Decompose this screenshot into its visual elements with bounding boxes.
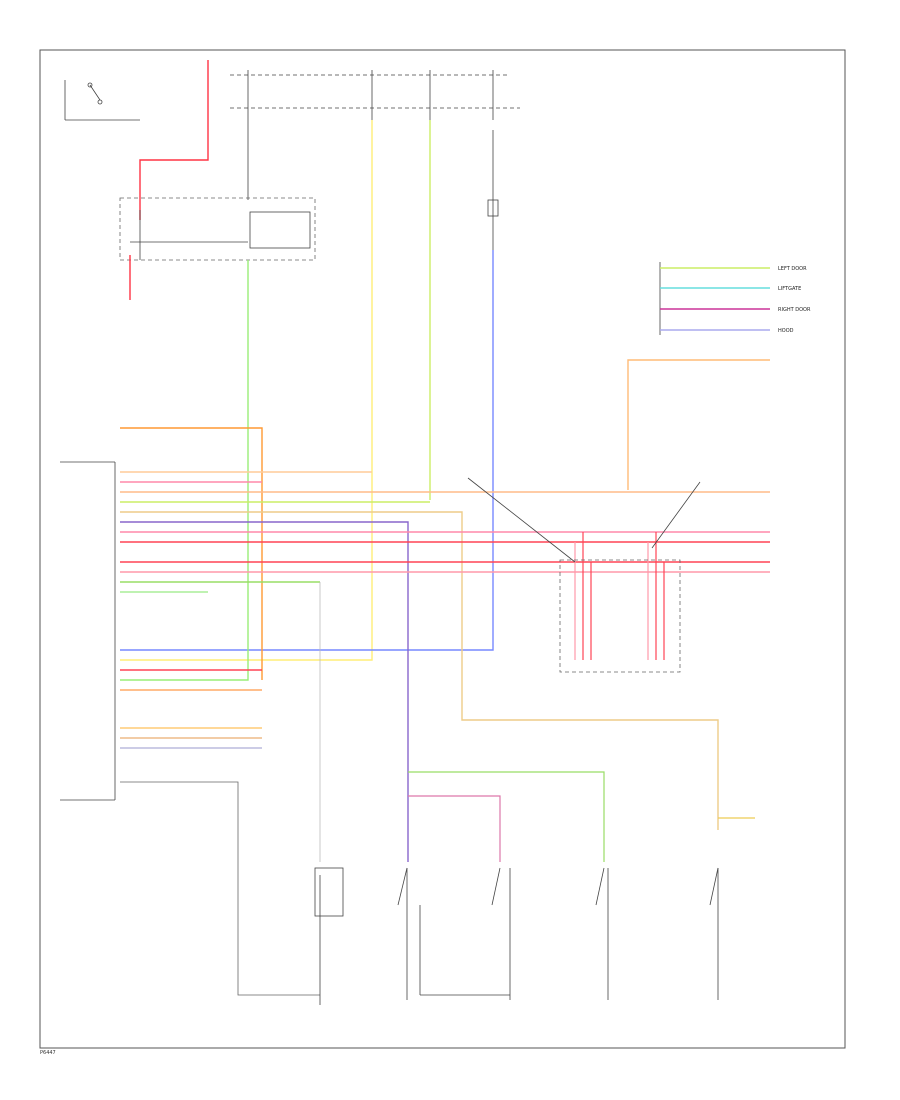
wire-gray-bottom: [120, 781, 320, 996]
wire-violet-h: [120, 521, 409, 862]
wire-green-bottom: [408, 771, 605, 862]
switch-symbols: [314, 867, 719, 1005]
wire-tan-h2: [120, 511, 719, 830]
fuse-element: [487, 199, 499, 217]
wire-blue-vert: [120, 250, 494, 651]
relay-box-inner: [249, 211, 311, 249]
wire-orange-right: [627, 359, 770, 490]
diagram-frame: [39, 49, 846, 1049]
wire-pink-bottom: [408, 795, 501, 862]
ignition-switch: [64, 80, 140, 121]
door-lock-motor-box: [559, 559, 681, 673]
legend-label-left-door: LEFT DOOR: [778, 266, 807, 272]
wire-yellow-vert: [120, 120, 373, 661]
relay-module-box: [119, 197, 316, 261]
figure-code: P6447: [40, 1050, 56, 1056]
main-module: [60, 461, 116, 801]
wire-green-vert: [120, 260, 249, 681]
legend-label-hood: HOOD: [778, 328, 794, 334]
legend-label-right-door: RIGHT DOOR: [778, 307, 811, 313]
wire-orange-top: [120, 427, 263, 680]
legend-label-liftgate: LIFTGATE: [778, 286, 801, 292]
wire-red-ign: [139, 60, 209, 220]
legend: LEFT DOOR LIFTGATE RIGHT DOOR HOOD: [659, 262, 811, 335]
fuse-panel-feed: [230, 70, 520, 200]
